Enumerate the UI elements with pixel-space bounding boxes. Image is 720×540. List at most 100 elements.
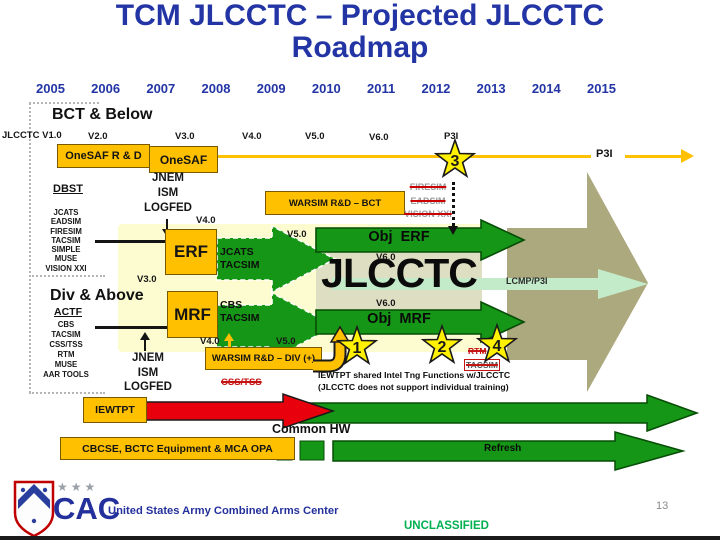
- year-tick: 2007: [146, 81, 176, 96]
- year-tick: 2010: [311, 81, 341, 96]
- jnem-bottom-line: ISM: [137, 366, 159, 379]
- chevron-bottom-line: TACSIM: [220, 311, 260, 324]
- section-div-heading: Div & Above: [50, 287, 144, 304]
- warsim-bct-label: WARSIM R&D – BCT: [288, 197, 382, 209]
- eagle-mark-icon: [31, 518, 37, 524]
- lcmp-p3i-label: LCMP/P3I: [506, 276, 548, 286]
- version-jlcctc-v1: JLCCTC V1.0: [2, 130, 62, 141]
- actf-list: CBS TACSIM CSS/TSS RTM MUSE AAR TOOLS: [28, 320, 104, 380]
- chevron-icon: [18, 484, 50, 509]
- version-v2: V2.0: [88, 131, 108, 142]
- version-v6-obj-mrf: V6.0: [376, 298, 396, 309]
- section-bct-heading: BCT & Below: [52, 106, 153, 123]
- actf-item: TACSIM: [51, 330, 81, 339]
- cac-wordmark: CAC: [53, 491, 121, 526]
- legacy-strikes-star3: FIRESIM EADSIM VISION XXI: [396, 181, 460, 222]
- obj-arrows: [315, 218, 526, 344]
- curved-yellow-arrow: [313, 325, 351, 373]
- erf-box: ERF: [165, 229, 217, 275]
- chevron-bottom-contents: CBS TACSIM: [220, 299, 272, 324]
- mrf-connector-line: [95, 326, 168, 329]
- chevron-top-contents: JCATS TACSIM: [220, 246, 272, 271]
- year-tick: 2014: [531, 81, 561, 96]
- warsim-div-box: WARSIM R&D – DIV (+): [205, 347, 322, 370]
- actf-item: CSS/TSS: [49, 340, 83, 349]
- star-icon: [335, 324, 379, 366]
- warsim-bct-box: WARSIM R&D – BCT: [265, 191, 405, 215]
- onesaf-rd-box: OneSAF R & D: [57, 144, 150, 168]
- jnem-bottom-line: LOGFED: [124, 381, 172, 393]
- common-hw-label: Common HW: [272, 422, 351, 436]
- dbst-item: FIRESIM: [50, 226, 82, 236]
- cac-shield-logo: [13, 480, 55, 538]
- page-title-line2: Roadmap: [291, 31, 429, 64]
- actf-item: AAR TOOLS: [43, 370, 89, 379]
- chevron-top-line: JCATS: [220, 246, 254, 258]
- mrf-box: MRF: [167, 291, 218, 338]
- year-tick: 2005: [36, 81, 65, 96]
- year-tick: 2012: [421, 81, 451, 96]
- page-title: TCM JLCCTC – Projected JLCCTC Roadmap: [0, 0, 720, 64]
- star-icon: [475, 322, 519, 364]
- version-p3i-top: P3I: [444, 131, 459, 142]
- cbcse-label: CBCSE, BCTC Equipment & MCA OPA: [82, 442, 273, 455]
- star3-dotted-arrowhead-icon: [448, 226, 458, 235]
- group-border-bottom: [29, 392, 105, 394]
- jnem-top-line: LOGFED: [144, 202, 192, 214]
- iewtpt-note: IEWTPT shared Intel Tng Functions w/JLCC…: [318, 370, 510, 393]
- version-v3: V3.0: [175, 131, 195, 142]
- p3i-line-label: P3I: [596, 148, 613, 160]
- iewtpt-note-line1: IEWTPT shared Intel Tng Functions w/JLCC…: [318, 370, 511, 380]
- version-v4: V4.0: [242, 131, 262, 142]
- actf-item: RTM: [57, 350, 75, 359]
- star-3-number: 3: [451, 153, 460, 170]
- actf-item: CBS: [57, 320, 75, 329]
- onesaf-label: OneSAF: [159, 152, 208, 167]
- dbst-title: DBST: [53, 183, 83, 195]
- version-v3-mid: V3.0: [137, 274, 157, 285]
- star-2-marker: 2: [420, 323, 464, 365]
- dbst-item: SIMPLE: [51, 245, 81, 255]
- dbst-item: VISION XXI: [45, 263, 87, 273]
- mrf-label: MRF: [174, 304, 211, 324]
- erf-label: ERF: [174, 242, 208, 261]
- star-1-marker: 1: [335, 324, 379, 366]
- year-tick: 2011: [367, 81, 396, 96]
- star-2-number: 2: [438, 339, 447, 356]
- actf-item: MUSE: [54, 360, 78, 369]
- footer-org-label: United States Army Combined Arms Center: [108, 505, 339, 517]
- version-v5: V5.0: [305, 131, 325, 142]
- version-v4-div: V4.0: [200, 336, 220, 347]
- p3i-line-arrowhead-icon: [681, 149, 694, 163]
- star-icon: [420, 323, 464, 365]
- obj-mrf-label: Obj MRF: [367, 311, 431, 327]
- group-border-mid: [29, 275, 105, 277]
- onesaf-box: OneSAF: [149, 146, 218, 173]
- three-stars-icon: ★★★: [57, 480, 99, 494]
- star-1-number: 1: [353, 340, 362, 357]
- iewtpt-red-arrow: [144, 392, 336, 430]
- erf-connector-line: [95, 240, 165, 243]
- chevron-arrows: [216, 224, 337, 361]
- strike-eadsim: EADSIM: [410, 195, 446, 206]
- page-title-line1: TCM JLCCTC – Projected JLCCTC: [115, 0, 605, 32]
- jnem-top-line: ISM: [157, 187, 179, 199]
- jnem-bottom-line: JNEM: [132, 352, 164, 364]
- iewtpt-note-line2: (JLCCTC does not support individual trai…: [318, 381, 509, 392]
- iewtpt-green-arrow: [299, 393, 700, 433]
- warsim-div-label: WARSIM R&D – DIV (+): [211, 353, 316, 364]
- eagle-mark-icon: [42, 487, 48, 493]
- year-tick: 2015: [587, 81, 616, 96]
- green-dash-segment: [299, 440, 325, 461]
- version-v6-obj-erf: V6.0: [376, 252, 396, 263]
- page-number: 13: [656, 500, 669, 512]
- strike-vision-xxi: VISION XXI: [404, 209, 452, 219]
- jnem-bottom-block: JNEM ISM LOGFED: [108, 351, 188, 395]
- star-4-number: 4: [493, 338, 502, 355]
- group-border-top: [29, 102, 99, 104]
- star-3-marker: 3: [433, 137, 477, 179]
- onesaf-p3i-line2: [625, 155, 681, 158]
- jnem-top-arrow-line: [166, 219, 168, 229]
- timeline-years: 2005 2006 2007 2008 2009 2010 2011 2012 …: [36, 81, 616, 96]
